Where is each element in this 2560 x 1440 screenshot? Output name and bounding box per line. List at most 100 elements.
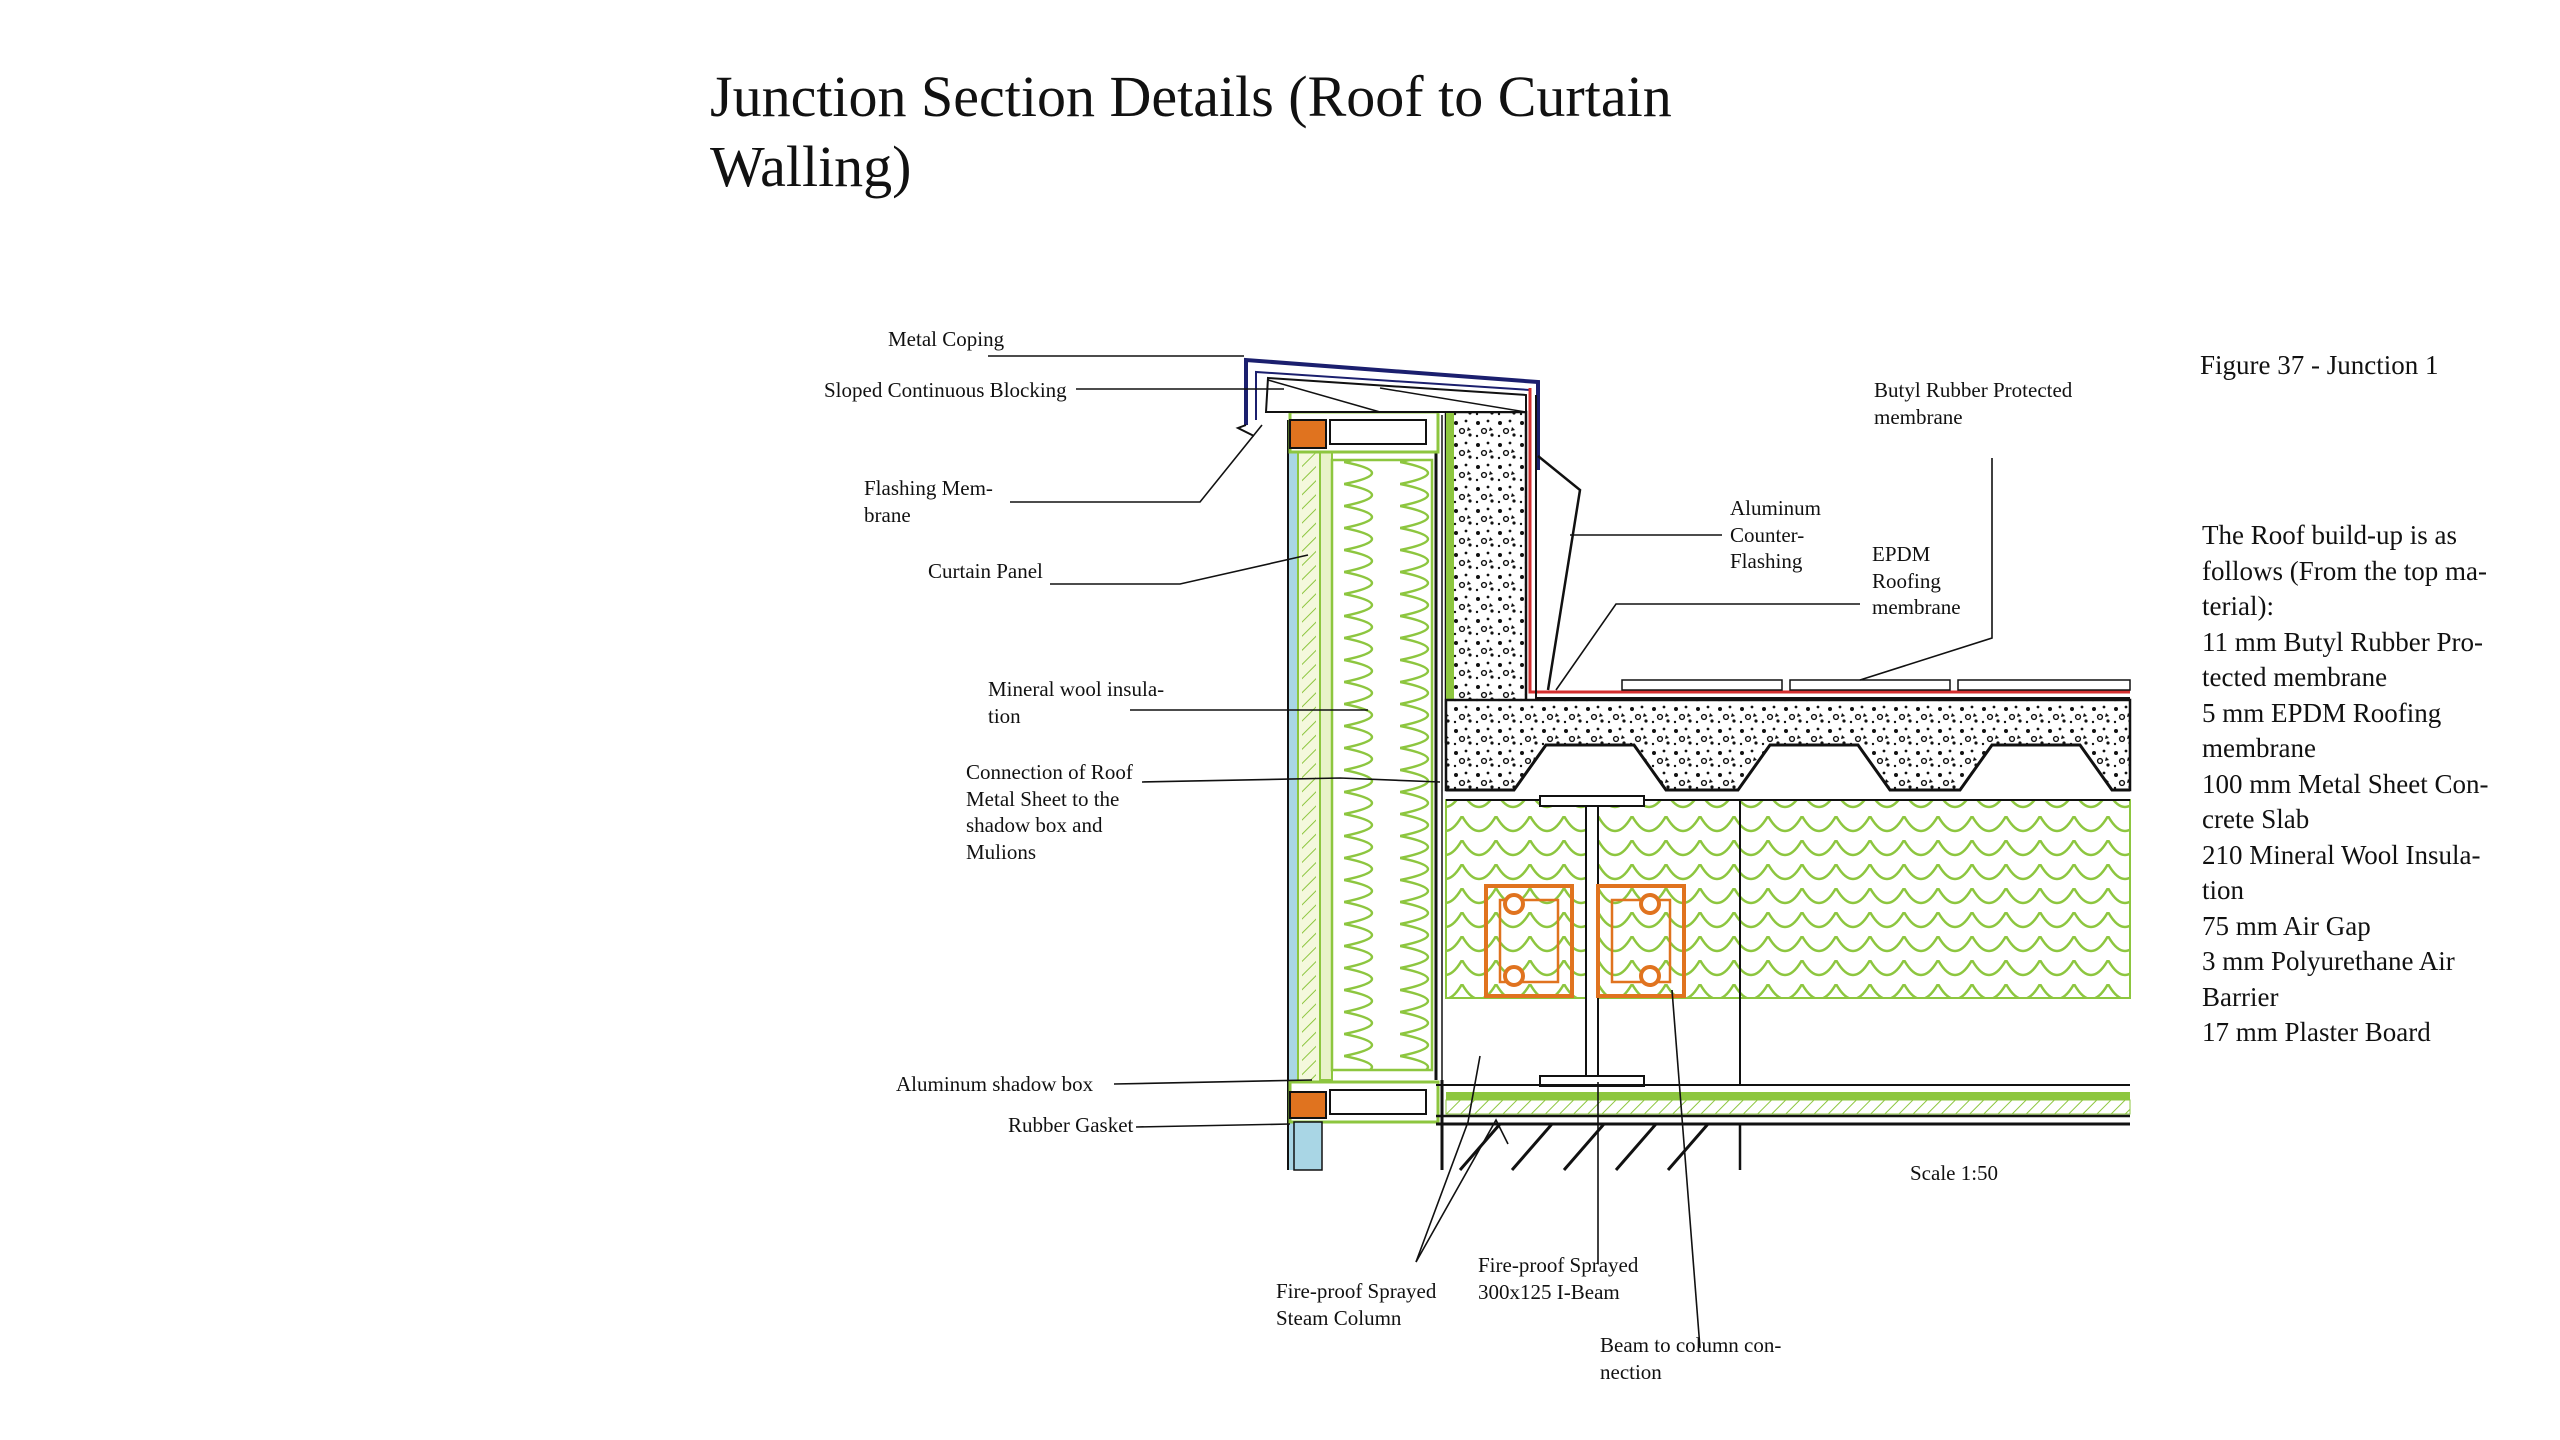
label-line: Mulions <box>966 839 1037 864</box>
metal-coping <box>1244 357 1540 470</box>
label-line: Fire-proof Sprayed <box>1276 1279 1437 1303</box>
connection-plate <box>1484 884 1574 998</box>
metal-deck <box>1446 743 2130 792</box>
blocking-cross <box>1267 379 1381 413</box>
label-mineral-wool: Mineral wool insula- tion <box>988 676 1164 729</box>
label-line: Counter- <box>1730 522 1805 547</box>
ground-hatch <box>1458 1123 1710 1171</box>
label-line: Aluminum <box>1730 496 1822 520</box>
ibeam-top-flange <box>1539 795 1645 807</box>
page-title: Junction Section Details (Roof to Curtai… <box>710 62 1810 202</box>
title-line-1: Junction Section Details (Roof to Curtai… <box>710 64 1672 129</box>
wall-insulation <box>1330 458 1434 1072</box>
top-transom-inner <box>1329 419 1427 445</box>
description-line: follows (From the top ma- <box>2202 555 2487 586</box>
bottom-transom-inner <box>1329 1089 1427 1115</box>
label-line: Butyl Rubber Protected <box>1874 378 2073 402</box>
label-metal-coping: Metal Coping <box>888 326 1004 353</box>
label-line: Metal Coping <box>888 327 1005 351</box>
label-rubber-gasket: Rubber Gasket <box>1008 1112 1133 1139</box>
sloped-blocking <box>1264 376 1527 413</box>
bolt <box>1503 965 1525 987</box>
blocking-cross <box>1379 387 1527 413</box>
bolt <box>1639 893 1661 915</box>
label-line: membrane <box>1872 595 1961 619</box>
label-line: 300x125 I-Beam <box>1478 1279 1620 1304</box>
title-line-2: Walling) <box>710 134 912 199</box>
parapet-green-face <box>1446 412 1454 782</box>
butyl-board <box>1789 679 1951 691</box>
label-line: Steam Column <box>1276 1305 1402 1330</box>
label-line: Metal Sheet to the <box>966 786 1120 811</box>
curtain-panel-hatch <box>1302 430 1316 1090</box>
membrane-black <box>1535 395 2130 699</box>
description-line: tected membrane <box>2202 662 2388 692</box>
description-line: 75 mm Air Gap <box>2202 910 2371 941</box>
label-line: Rubber Gasket <box>1008 1113 1134 1137</box>
label-line: Flashing <box>1730 549 1803 573</box>
description-line: 11 mm Butyl Rubber Pro- <box>2202 626 2483 657</box>
panel-backing <box>1319 439 1333 1081</box>
label-line: tion <box>988 703 1021 728</box>
label-counter-flashing: Aluminum Counter- Flashing <box>1730 495 1821 575</box>
bolt <box>1639 965 1661 987</box>
description-line: 100 mm Metal Sheet Con- <box>2202 768 2489 799</box>
label-line: Aluminum shadow box <box>896 1072 1094 1096</box>
label-epdm: EPDM Roofing membrane <box>1872 541 1961 621</box>
label-curtain-panel: Curtain Panel <box>928 558 1043 585</box>
label-line: Flashing Mem- <box>864 476 993 500</box>
label-line: brane <box>864 502 911 527</box>
butyl-board <box>1621 679 1783 691</box>
description-line: The Roof build-up is as <box>2202 520 2457 550</box>
label-line: EPDM <box>1872 542 1931 566</box>
description-line: terial): <box>2202 591 2274 621</box>
ceiling-hatch <box>1445 1099 2131 1115</box>
description-line: Barrier <box>2202 981 2279 1012</box>
label-butyl: Butyl Rubber Protected membrane <box>1874 377 2072 430</box>
label-beam-connection: Beam to column con- nection <box>1600 1332 1781 1385</box>
label-line: Sloped Continuous Blocking <box>824 378 1067 402</box>
description-line: 5 mm EPDM Roofing <box>2202 697 2442 728</box>
roof-insulation <box>1445 799 2131 999</box>
label-scale: Scale 1:50 <box>1910 1160 1998 1187</box>
label-shadow-box: Aluminum shadow box <box>896 1071 1093 1098</box>
label-line: Scale 1:50 <box>1910 1161 1999 1185</box>
parapet-concrete <box>1444 410 1528 744</box>
leader-lines <box>988 355 1993 1349</box>
counter-flashing <box>1537 455 1582 691</box>
lower-glass <box>1293 1121 1323 1171</box>
figure-caption: Figure 37 - Junction 1 <box>2200 350 2439 380</box>
bottom-gasket <box>1289 1091 1327 1119</box>
label-i-beam: Fire-proof Sprayed 300x125 I-Beam <box>1478 1252 1638 1305</box>
roof-membrane <box>1528 388 2130 694</box>
description-line: membrane <box>2202 733 2316 763</box>
connection-plate <box>1596 884 1686 998</box>
label-line: Roofing <box>1872 568 1941 593</box>
top-gasket <box>1289 419 1327 449</box>
connection-plate-inner <box>1498 898 1560 984</box>
label-line: Beam to column con- <box>1600 1333 1782 1357</box>
label-line: Fire-proof Sprayed <box>1478 1253 1639 1277</box>
label-line: Connection of Roof <box>966 760 1133 784</box>
label-sloped-blocking: Sloped Continuous Blocking <box>824 377 1067 404</box>
butyl-board <box>1957 679 2131 691</box>
description-line: tion <box>2202 875 2245 905</box>
description-line: crete Slab <box>2202 804 2310 834</box>
label-connection: Connection of Roof Metal Sheet to the sh… <box>966 759 1133 865</box>
bolt <box>1503 893 1525 915</box>
description-line: 3 mm Polyurethane Air <box>2202 946 2455 976</box>
ceiling-board <box>1446 1092 2130 1100</box>
label-line: membrane <box>1874 404 1963 429</box>
curtain-glass <box>1288 420 1298 1170</box>
description-line: 210 Mineral Wool Insula- <box>2202 839 2481 870</box>
label-line: nection <box>1600 1359 1662 1384</box>
label-steam-column: Fire-proof Sprayed Steam Column <box>1276 1278 1436 1331</box>
description-line: 17 mm Plaster Board <box>2202 1017 2431 1047</box>
label-line: Mineral wool insula- <box>988 677 1165 701</box>
label-line: Curtain Panel <box>928 559 1043 583</box>
coping-drip <box>1235 424 1255 437</box>
roof-buildup-description: The Roof build-up is as follows (From th… <box>2202 518 2532 1051</box>
label-line: shadow box and <box>966 813 1103 837</box>
label-flashing-membrane: Flashing Mem- brane <box>864 475 993 528</box>
